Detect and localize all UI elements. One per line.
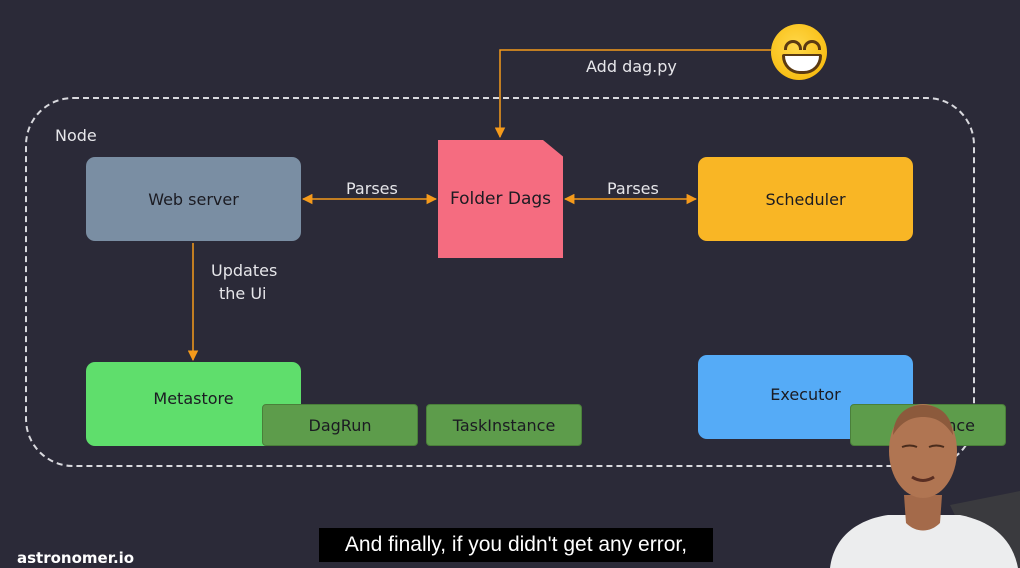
video-subtitle: And finally, if you didn't get any error… <box>319 528 713 562</box>
parses-left-label: Parses <box>346 179 398 198</box>
updates-label-line2: the Ui <box>219 284 267 303</box>
add-dag-label: Add dag.py <box>586 57 677 76</box>
presenter-video <box>830 404 1020 568</box>
parses-right-label: Parses <box>607 179 659 198</box>
node-label: Node <box>55 126 97 145</box>
taskinstance-chip: TaskInstance <box>426 404 582 446</box>
dagrun-chip: DagRun <box>262 404 418 446</box>
add-dag-arrow <box>494 49 771 139</box>
brand-watermark: astronomer.io <box>17 549 135 567</box>
webserver-box: Web server <box>86 157 301 241</box>
scheduler-box: Scheduler <box>698 157 913 241</box>
folder-dags-box: Folder Dags <box>438 140 563 258</box>
updates-label-line1: Updates <box>211 261 278 280</box>
grinning-face-icon <box>771 24 827 80</box>
